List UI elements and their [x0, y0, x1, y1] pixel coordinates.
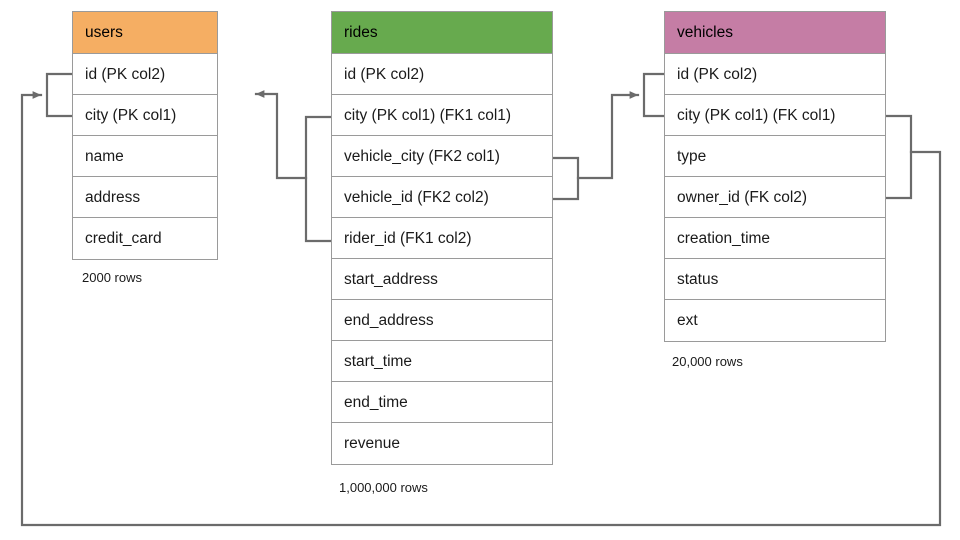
entity-rides-field-rider-id[interactable]: rider_id (FK1 col2) — [332, 218, 552, 259]
entity-rides-field-id[interactable]: id (PK col2) — [332, 54, 552, 95]
entity-vehicles-field-city[interactable]: city (PK col1) (FK col1) — [665, 95, 885, 136]
entity-rides-field-vehicle-city[interactable]: vehicle_city (FK2 col1) — [332, 136, 552, 177]
entity-users-field-id[interactable]: id (PK col2) — [73, 54, 217, 95]
entity-vehicles-field-creation-time[interactable]: creation_time — [665, 218, 885, 259]
entity-users-rowcount: 2000 rows — [82, 270, 142, 285]
entity-vehicles-field-owner-id[interactable]: owner_id (FK col2) — [665, 177, 885, 218]
entity-rides-field-end-time[interactable]: end_time — [332, 382, 552, 423]
entity-users-field-name[interactable]: name — [73, 136, 217, 177]
entity-rides-field-end-address[interactable]: end_address — [332, 300, 552, 341]
connector-bracket-vehicles-left — [642, 72, 666, 118]
connector-bracket-users-left — [45, 72, 74, 118]
entity-rides-field-start-time[interactable]: start_time — [332, 341, 552, 382]
entity-vehicles-rowcount: 20,000 rows — [672, 354, 743, 369]
entity-rides[interactable]: rides id (PK col2) city (PK col1) (FK1 c… — [331, 11, 553, 465]
entity-rides-rowcount: 1,000,000 rows — [339, 480, 428, 495]
entity-vehicles[interactable]: vehicles id (PK col2) city (PK col1) (FK… — [664, 11, 886, 342]
entity-vehicles-field-type[interactable]: type — [665, 136, 885, 177]
connector-path-fk1 — [254, 90, 308, 180]
entity-vehicles-field-status[interactable]: status — [665, 259, 885, 300]
entity-rides-field-revenue[interactable]: revenue — [344, 435, 401, 452]
connector-bracket-vehicles-right-fk — [884, 114, 913, 200]
entity-users-field-address[interactable]: address — [73, 177, 217, 218]
entity-users-field-city[interactable]: city (PK col1) — [73, 95, 217, 136]
entity-rides-field-city[interactable]: city (PK col1) (FK1 col1) — [332, 95, 552, 136]
entity-rides-title: rides — [332, 12, 552, 54]
connector-bracket-rides-left-fk1 — [304, 115, 333, 243]
entity-users[interactable]: users id (PK col2) city (PK col1) name a… — [72, 11, 218, 260]
entity-users-field-credit-card[interactable]: credit_card — [85, 230, 162, 247]
connector-bracket-rides-right-fk2 — [551, 156, 580, 201]
entity-vehicles-field-id[interactable]: id (PK col2) — [665, 54, 885, 95]
entity-vehicles-field-ext[interactable]: ext — [677, 312, 698, 329]
connector-path-fk2 — [576, 91, 640, 180]
entity-rides-field-vehicle-id[interactable]: vehicle_id (FK2 col2) — [332, 177, 552, 218]
entity-users-title: users — [73, 12, 217, 54]
entity-vehicles-title: vehicles — [665, 12, 885, 54]
entity-rides-field-start-address[interactable]: start_address — [332, 259, 552, 300]
